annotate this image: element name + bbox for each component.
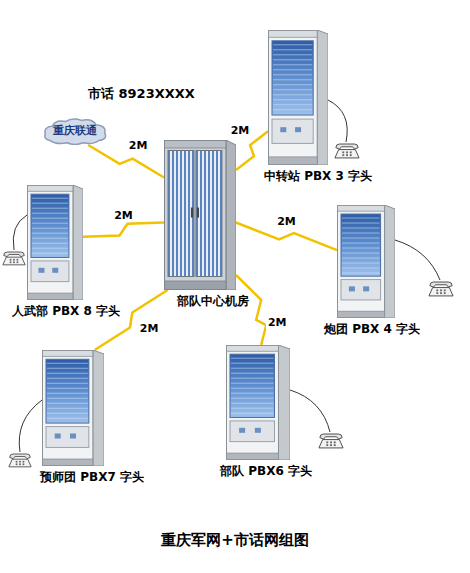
phone-cord (19, 400, 42, 452)
telephone (429, 282, 453, 296)
lightning-link (236, 275, 266, 345)
telephone (335, 144, 359, 158)
phone-cord (395, 240, 440, 280)
node-caption: 人武部 PBX 8 字头 (12, 304, 120, 319)
cabinet-shape (27, 185, 83, 300)
cabinet-shape (268, 30, 328, 165)
telephone (9, 454, 31, 467)
cabinet-shape (337, 205, 395, 318)
link-rate: 2M (229, 124, 252, 137)
telephone (3, 252, 25, 265)
lightning-link (95, 290, 168, 350)
phone-cord (328, 100, 347, 142)
figure-caption: 重庆军网+市话网组图 (161, 531, 309, 549)
pbx-cabinet: 人武部 PBX 8 字头 (27, 185, 83, 300)
cloud-label: 重庆联通 (42, 117, 108, 145)
node-caption: 炮团 PBX 4 字头 (324, 322, 420, 337)
node-caption: 中转站 PBX 3 字头 (264, 169, 372, 184)
phone-cord (13, 215, 27, 250)
central-cabinet (164, 140, 236, 290)
lightning-link (83, 223, 164, 237)
phone-cord (290, 390, 330, 432)
link-rate: 2M (127, 139, 150, 152)
pbx-cabinet: 部队 PBX6 字头 (226, 345, 290, 460)
pbx-cabinet: 预师团 PBX7 字头 (42, 350, 104, 466)
link-rate: 2M (138, 322, 161, 335)
link-rate: 2M (112, 209, 135, 222)
telephone (319, 434, 343, 448)
link-rate: 2M (266, 316, 289, 329)
phone-number-label: 市话 8923XXXX (88, 86, 195, 102)
link-rate: 2M (275, 215, 298, 228)
cloud-node: 重庆联通 (42, 117, 108, 145)
node-caption: 预师团 PBX7 字头 (40, 470, 144, 485)
pbx-cabinet: 部队中心机房 (164, 140, 236, 290)
node-caption: 部队 PBX6 字头 (220, 464, 312, 479)
pbx-cabinet: 炮团 PBX 4 字头 (337, 205, 395, 318)
node-caption: 部队中心机房 (177, 294, 249, 309)
cabinet-shape (226, 345, 290, 460)
cabinet-shape (42, 350, 104, 466)
pbx-cabinet: 中转站 PBX 3 字头 (268, 30, 328, 165)
